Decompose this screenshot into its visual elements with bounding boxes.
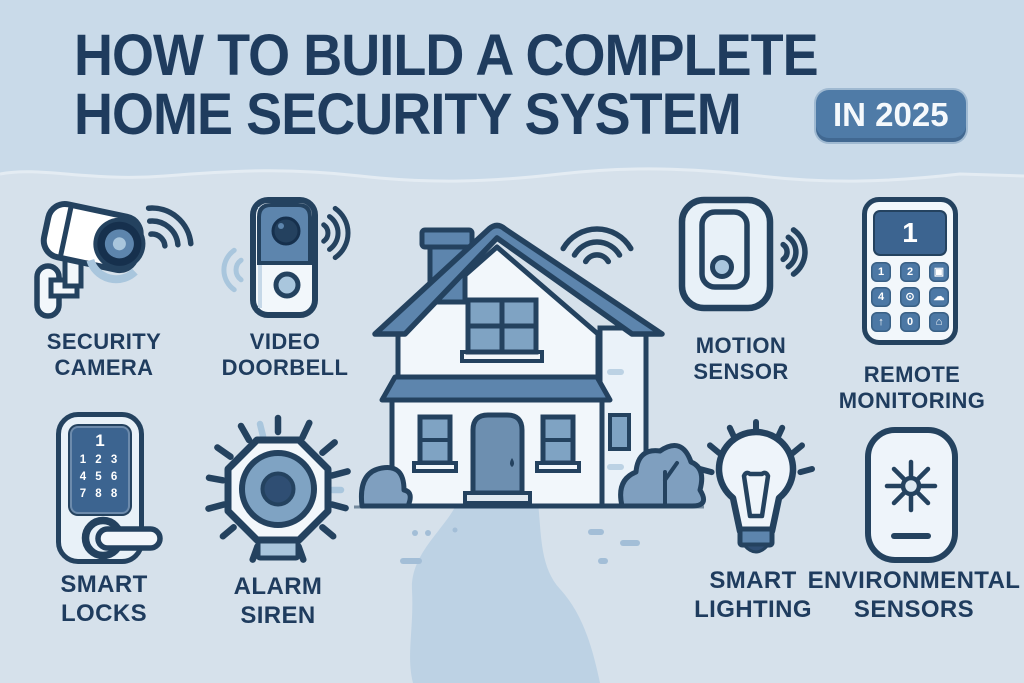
wifi-icon <box>780 227 808 277</box>
lock-keypad-row: 1 2 3 <box>79 454 121 466</box>
front-door <box>470 412 525 496</box>
alarm-siren-label: ALARM SIREN <box>233 573 323 629</box>
title-line-2: HOME SECURITY SYSTEM <box>74 82 742 147</box>
bulb-filament <box>741 470 771 519</box>
environmental-sensors-icon <box>865 427 958 563</box>
alarm-siren-icon <box>205 414 351 563</box>
year-badge: IN 2025 <box>816 90 966 142</box>
lock-display: 1 <box>95 431 105 450</box>
bush-right <box>618 443 707 509</box>
awning <box>379 374 613 403</box>
video-doorbell-label: VIDEO DOORBELL <box>221 329 349 380</box>
remote-keypad: 1 2 ▣ 4 ⊙ ☁ ↑ 0 ⌂ <box>871 262 949 332</box>
lock-handle <box>81 516 163 560</box>
remote-monitoring-label: REMOTE MONITORING <box>838 362 986 413</box>
remote-display: 1 <box>875 212 945 254</box>
bulb-base <box>737 526 775 548</box>
title-line-1: HOW TO BUILD A COMPLETE <box>74 23 819 88</box>
tree-branch <box>663 461 679 508</box>
siren-rays <box>205 414 351 563</box>
remote-monitoring-icon: 1 1 2 ▣ 4 ⊙ ☁ ↑ 0 ⌂ <box>862 197 958 345</box>
lock-keypad-row: 7 8 8 <box>79 488 121 500</box>
smart-lighting-label: SMART LIGHTING <box>694 567 812 623</box>
motion-sensor-label: MOTION SENSOR <box>693 333 789 384</box>
door-step <box>463 491 532 505</box>
roof <box>372 222 665 337</box>
door-knob <box>510 458 514 467</box>
wifi-icon <box>145 205 194 249</box>
remote-key-4: 4 <box>871 287 891 307</box>
doorbell-camera <box>271 216 301 246</box>
screen-icon: ▣ <box>929 262 949 282</box>
wifi-icon <box>321 205 351 261</box>
siren-rays-light <box>256 420 345 494</box>
doorbell-button <box>273 271 301 299</box>
asterisk-icon <box>884 459 938 513</box>
sensor-dot <box>710 255 734 279</box>
remote-key-1: 1 <box>871 262 891 282</box>
bulb-glass <box>715 428 797 535</box>
remote-key-2: 2 <box>900 262 920 282</box>
house-icon <box>354 222 707 509</box>
lock-keypad: 1 1 2 3 4 5 6 7 8 8 <box>70 426 130 514</box>
security-camera-icon <box>34 201 194 319</box>
lock-icon: ⌂ <box>929 312 949 332</box>
page-title: HOW TO BUILD A COMPLETE HOME SECURITY SY… <box>74 23 819 147</box>
walkway-path <box>400 495 640 683</box>
security-camera-label: SECURITY CAMERA <box>46 329 162 380</box>
wifi-icon <box>221 247 244 293</box>
bush-left <box>358 464 413 509</box>
environmental-sensors-label: ENVIRONMENTAL SENSORS <box>807 567 1021 623</box>
ground-dash <box>400 558 422 564</box>
video-doorbell-icon <box>221 197 351 318</box>
ground-dot <box>412 530 418 536</box>
smart-lighting-icon <box>697 419 815 554</box>
cloud-icon: ☁ <box>929 287 949 307</box>
arrow-up-icon: ↑ <box>871 312 891 332</box>
extension-window <box>608 413 631 451</box>
motion-sensor-icon <box>678 196 808 312</box>
remote-key-0: 0 <box>900 312 920 332</box>
wifi-icon <box>560 226 634 265</box>
smart-locks-label: SMART LOCKS <box>60 571 148 627</box>
lock-keypad-row: 4 5 6 <box>79 471 121 483</box>
shield-icon: ⊙ <box>900 287 920 307</box>
